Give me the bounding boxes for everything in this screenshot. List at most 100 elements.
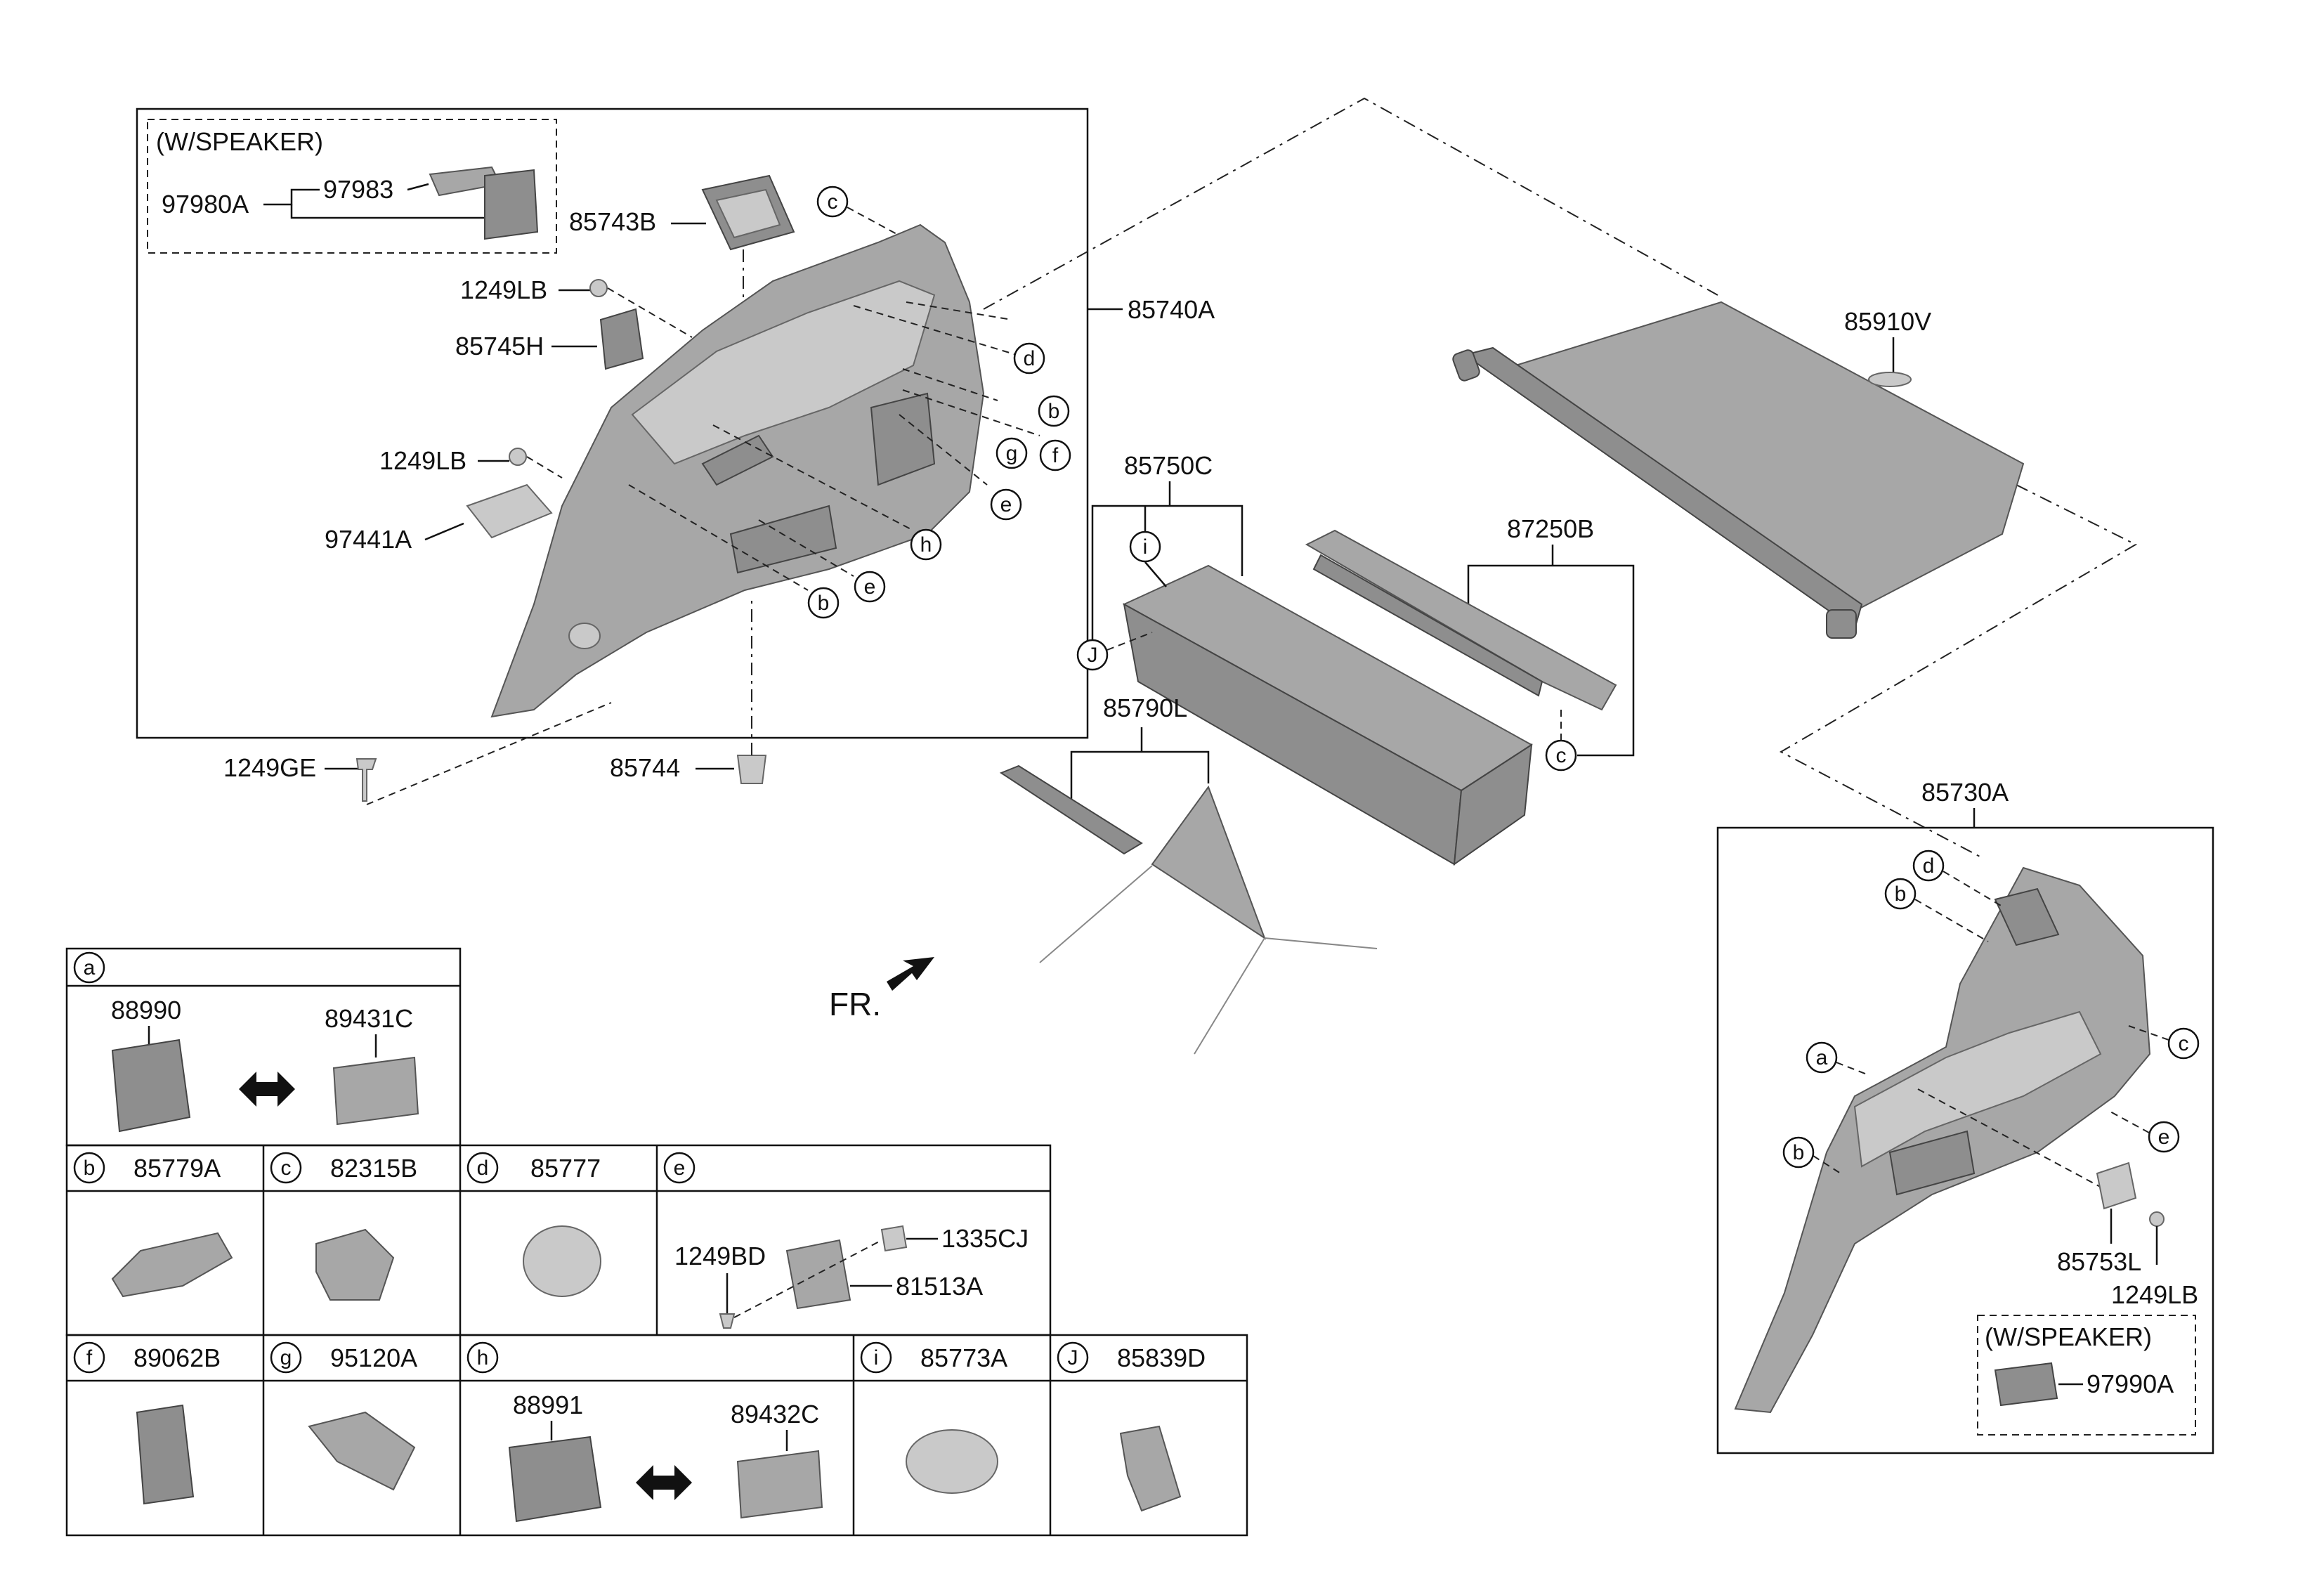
speaker-97980A <box>484 169 539 240</box>
callout-d-right: d <box>1912 850 1945 882</box>
svg-text:85777: 85777 <box>530 1154 601 1183</box>
right-assembly-frame <box>1716 826 2214 1454</box>
switch-88991 <box>508 1436 602 1523</box>
callout-f-left: f <box>1039 439 1071 471</box>
table-cell-e: e 1249BD 1335CJ 81513A <box>663 1152 1029 1329</box>
cover-89431C <box>332 1056 419 1126</box>
svg-text:c: c <box>1556 744 1567 767</box>
cargo-cover-85910V: 85910V <box>1452 301 2025 639</box>
usb-89062B <box>136 1404 195 1505</box>
table-cell-a: a 88990 89431C <box>73 951 419 1133</box>
callout-b-right-upper: b <box>1884 878 1917 910</box>
callout-c-right: c <box>2167 1027 2200 1060</box>
cover-89432C <box>736 1450 823 1519</box>
svg-text:b: b <box>1895 883 1907 906</box>
reference-parts-table: a 88990 89431C b 85779A c 82315B d 85777 <box>65 947 1248 1537</box>
svg-text:95120A: 95120A <box>330 1343 417 1372</box>
warning-triangle-85790L: 85790L <box>999 694 1378 1055</box>
svg-text:c: c <box>828 190 838 214</box>
callout-b-left-lower: b <box>807 587 840 619</box>
svg-text:82315B: 82315B <box>330 1154 417 1183</box>
label-85730A: 85730A <box>1921 778 2009 807</box>
svg-text:89432C: 89432C <box>731 1400 819 1428</box>
table-cell-d: d 85777 <box>466 1152 601 1297</box>
svg-text:g: g <box>280 1346 292 1369</box>
svg-text:f: f <box>86 1346 93 1369</box>
hook-85779A <box>111 1232 233 1298</box>
speaker-option-box-right <box>1977 1315 2196 1436</box>
interchangeable-arrow-icon <box>636 1465 692 1500</box>
svg-text:b: b <box>1048 400 1060 423</box>
table-cell-f: f 89062B <box>73 1341 221 1505</box>
callout-e-left-lower: e <box>854 571 886 603</box>
svg-text:89431C: 89431C <box>325 1004 413 1033</box>
callout-c-sill: c <box>1545 739 1577 772</box>
svg-text:a: a <box>1816 1046 1828 1069</box>
svg-text:J: J <box>1088 644 1098 667</box>
svg-text:1249BD: 1249BD <box>674 1242 766 1270</box>
speaker-option-box-left <box>147 119 557 254</box>
screw-1249GE <box>355 758 377 802</box>
plug-85773A <box>906 1429 998 1494</box>
grille-97441A <box>466 483 553 539</box>
svg-text:88990: 88990 <box>111 996 181 1024</box>
ws-label-left: (W/SPEAKER) <box>156 127 323 156</box>
svg-text:g: g <box>1006 442 1018 465</box>
bezel-81513A <box>785 1239 851 1310</box>
label-85744: 85744 <box>610 753 680 782</box>
svg-text:i: i <box>1143 535 1148 559</box>
svg-text:b: b <box>1793 1141 1805 1164</box>
svg-text:e: e <box>2158 1126 2170 1149</box>
svg-text:85839D: 85839D <box>1117 1343 1206 1372</box>
label-85753L: 85753L <box>2057 1247 2141 1276</box>
label-97990A: 97990A <box>2087 1369 2174 1398</box>
svg-text:85773A: 85773A <box>920 1343 1007 1372</box>
svg-text:1335CJ: 1335CJ <box>941 1224 1029 1253</box>
label-85790L: 85790L <box>1103 694 1187 722</box>
label-1249LB-upper: 1249LB <box>460 275 547 304</box>
outlet-95120A <box>308 1411 416 1491</box>
label-85910V: 85910V <box>1844 307 1931 336</box>
label-85740A: 85740A <box>1128 295 1215 324</box>
clip-82315B <box>315 1228 395 1301</box>
callout-h-left: h <box>910 528 942 561</box>
label-1249LB-right: 1249LB <box>2111 1280 2198 1309</box>
callout-j-box: J <box>1076 639 1109 671</box>
label-1249GE: 1249GE <box>223 753 316 782</box>
plug-85777 <box>523 1225 601 1297</box>
callout-e-right: e <box>2148 1121 2180 1153</box>
svg-text:c: c <box>281 1157 292 1180</box>
bracket-85753L <box>2096 1161 2137 1210</box>
svg-text:f: f <box>1052 444 1059 467</box>
svg-text:81513A: 81513A <box>896 1272 983 1301</box>
svg-text:b: b <box>84 1157 96 1180</box>
left-trim-assembly: (W/SPEAKER) 97980A 97983 85743B c 1249LB… <box>136 108 1215 739</box>
table-cell-c: c 82315B <box>270 1152 417 1301</box>
table-cell-g: g 95120A <box>270 1341 417 1491</box>
svg-text:88991: 88991 <box>513 1391 583 1419</box>
svg-text:d: d <box>1923 854 1935 878</box>
svg-text:J: J <box>1068 1346 1078 1369</box>
svg-text:e: e <box>864 575 876 599</box>
ws-label-right: (W/SPEAKER) <box>1985 1322 2152 1351</box>
label-97983: 97983 <box>323 175 393 204</box>
label-87250B: 87250B <box>1507 514 1594 543</box>
svg-text:a: a <box>84 956 96 980</box>
right-trim-assembly: 85730A d b a c e b <box>1716 778 2214 1454</box>
svg-text:e: e <box>674 1157 686 1180</box>
callout-c-top <box>816 186 849 218</box>
svg-text:h: h <box>920 533 932 557</box>
svg-text:h: h <box>477 1346 489 1369</box>
table-cell-i: i 85773A <box>860 1341 1007 1494</box>
callout-e-left-upper: e <box>990 488 1022 521</box>
table-cell-b: b 85779A <box>73 1152 233 1298</box>
svg-text:85779A: 85779A <box>133 1154 221 1183</box>
callout-b-right-lower: b <box>1782 1136 1815 1169</box>
svg-text:d: d <box>1024 347 1036 370</box>
interchangeable-arrow-icon <box>239 1072 295 1107</box>
clip-85744 <box>736 755 767 784</box>
callout-b-left: b <box>1038 395 1070 427</box>
label-85743B: 85743B <box>569 207 656 236</box>
callout-d-left: d <box>1013 342 1045 375</box>
